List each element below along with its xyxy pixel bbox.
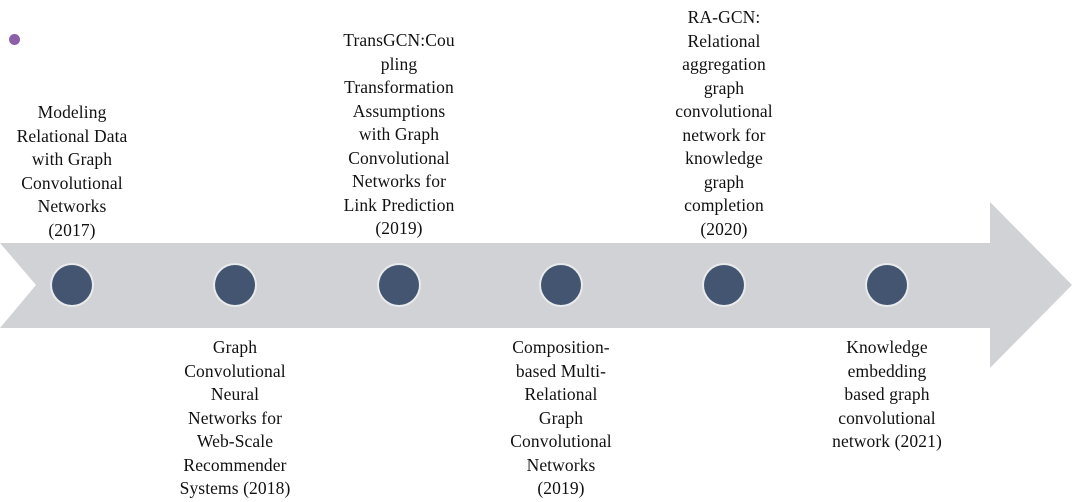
purple-bullet-icon (9, 34, 20, 45)
milestone-marker-5 (704, 265, 744, 305)
milestone-label-3: TransGCN:Cou pling Transformation Assump… (343, 30, 455, 238)
milestone-label-5: RA-GCN: Relational aggregation graph con… (675, 7, 773, 239)
timeline-arrow (0, 202, 1072, 368)
milestone-label-2: Graph Convolutional Neural Networks for … (179, 337, 291, 498)
milestone-marker-4 (541, 265, 581, 305)
milestone-label-1: Modeling Relational Data with Graph Conv… (16, 102, 128, 240)
milestone-marker-1 (52, 265, 92, 305)
milestone-marker-3 (379, 265, 419, 305)
milestone-label-4: Composition- based Multi- Relational Gra… (510, 337, 612, 498)
milestone-marker-2 (215, 265, 255, 305)
milestone-marker-6 (867, 265, 907, 305)
milestone-label-6: Knowledge embedding based graph convolut… (832, 337, 942, 451)
